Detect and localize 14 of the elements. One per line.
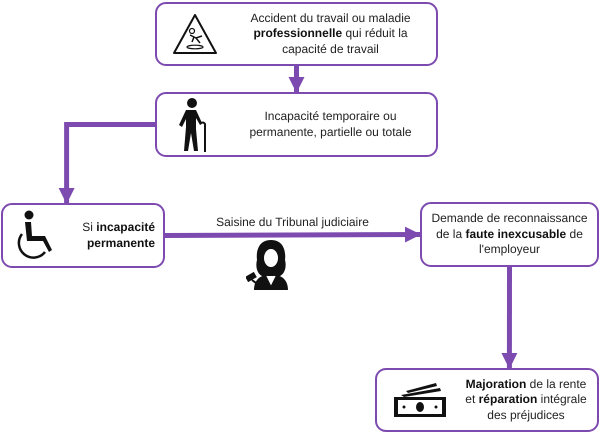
arrow: [288, 66, 304, 93]
box-text: Majoration de la rente et réparation intégrale des préjudices: [464, 376, 588, 424]
process-box: [420, 202, 599, 267]
process-box: [375, 368, 599, 432]
box-text: Si incapacité permanente: [81, 220, 155, 252]
arrow: [501, 267, 518, 369]
process-box: [1, 203, 165, 268]
arrow: [58, 122, 155, 204]
box-text: Accident du travail ou maladie professionnelle qui réduit la capacité de travail: [249, 10, 412, 58]
box-text: Demande de reconnaissance de la faute inexcusable de l'employeur: [430, 211, 589, 258]
process-box: [155, 2, 438, 66]
box-text: Incapacité temporaire ou permanente, partielle ou totale: [248, 108, 413, 140]
process-box: [155, 92, 438, 157]
arrow: [165, 226, 421, 243]
